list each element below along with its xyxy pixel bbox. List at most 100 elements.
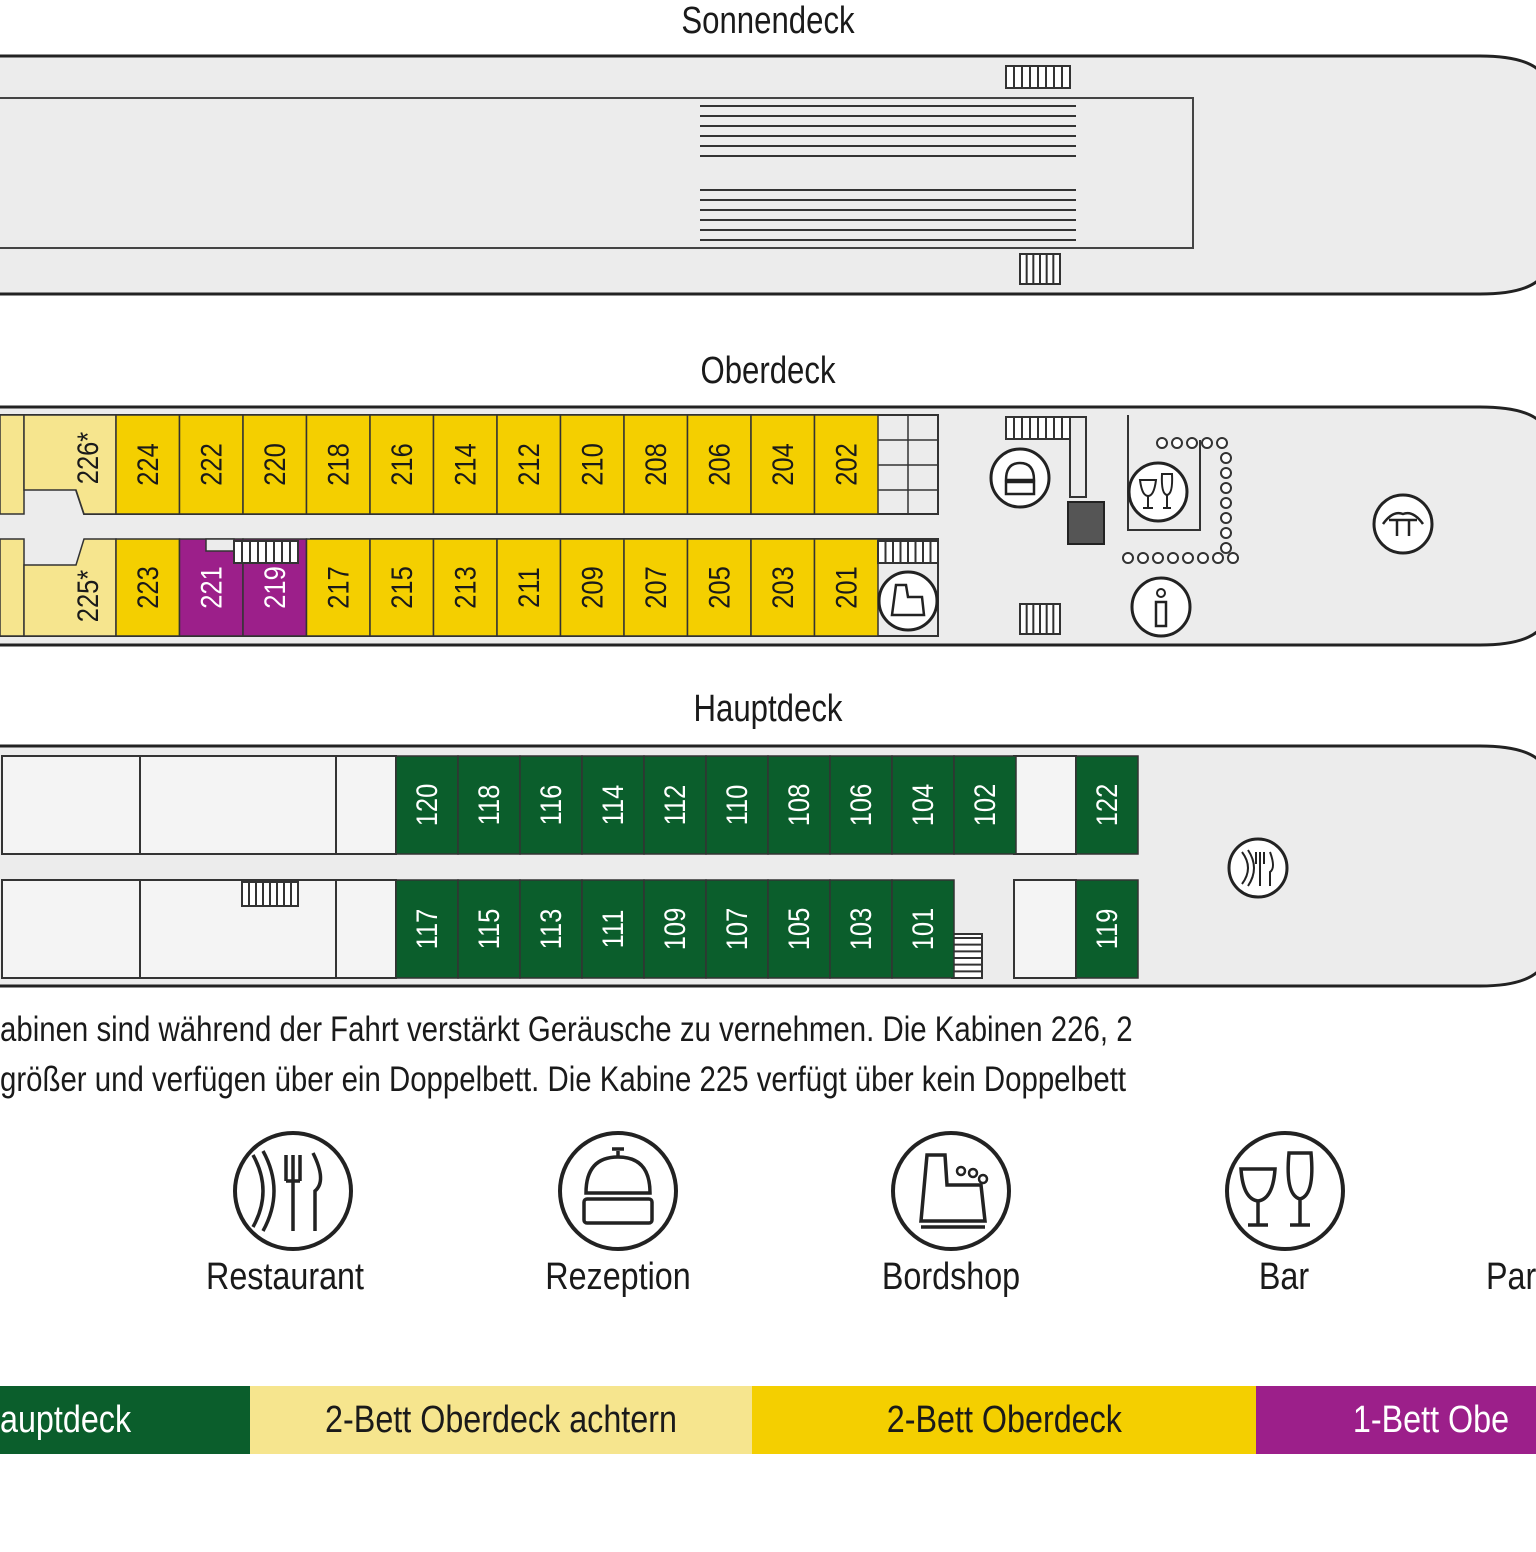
cabin-104: 104 <box>906 784 939 827</box>
cabin-107: 107 <box>720 908 753 951</box>
cabin-214: 214 <box>449 443 482 486</box>
cabin-224: 224 <box>131 443 164 486</box>
cabin-block <box>767 879 831 979</box>
cabin-118: 118 <box>472 785 505 826</box>
cabin-210: 210 <box>576 443 609 486</box>
restaurant-icon <box>1227 837 1289 899</box>
cabin-209: 209 <box>576 566 609 609</box>
legend-label-par: Par <box>1486 1256 1536 1298</box>
cabin-208: 208 <box>639 443 672 486</box>
sonnendeck-title: Sonnendeck <box>681 0 855 42</box>
cabin-block <box>519 755 583 855</box>
cabin-block <box>369 414 435 515</box>
cabin-block <box>496 414 562 515</box>
cabin-221: 221 <box>195 566 228 609</box>
stairs-icon <box>1019 253 1061 285</box>
category-hauptdeck: auptdeck <box>0 1386 250 1454</box>
cabin-block <box>395 755 459 855</box>
cabin-222: 222 <box>195 443 228 486</box>
cabin-block <box>581 755 645 855</box>
cabin-201: 201 <box>830 566 863 609</box>
cabin-112: 112 <box>658 785 691 826</box>
cabin-block <box>813 414 879 515</box>
stairs-icon <box>877 540 939 564</box>
cabin-block <box>559 538 625 637</box>
cabin-110: 110 <box>720 785 753 826</box>
category-oberdeck-achtern: 2-Bett Oberdeck achtern <box>250 1386 752 1454</box>
cabin-220: 220 <box>258 443 291 486</box>
lounge-table-icon <box>1372 493 1434 555</box>
cabin-block <box>643 879 707 979</box>
cash-register-icon <box>877 570 939 632</box>
category-label: auptdeck <box>0 1399 132 1441</box>
category-label: 1-Bett Obe <box>1352 1399 1510 1441</box>
cabin-114: 114 <box>596 785 629 826</box>
cabin-block <box>686 538 752 637</box>
cash-register-icon <box>891 1131 1011 1251</box>
cabin-block <box>305 414 371 515</box>
cabin-block <box>1075 755 1139 855</box>
cabin-117: 117 <box>410 909 443 950</box>
cabin-block <box>1075 879 1139 979</box>
cabin-101: 101 <box>906 908 939 951</box>
category-label: 2-Bett Oberdeck achtern <box>325 1399 677 1441</box>
note-line-1: abinen sind während der Fahrt verstärkt … <box>0 1010 1133 1049</box>
cabin-block <box>115 538 181 637</box>
cabin-102: 102 <box>968 784 1001 827</box>
cabin-106: 106 <box>844 784 877 827</box>
cabin-205: 205 <box>703 566 736 609</box>
cabin-block <box>305 538 371 637</box>
stairs-icon <box>233 540 299 564</box>
stairs-icon <box>951 933 983 979</box>
legend-label-bar: Bar <box>1258 1256 1310 1298</box>
info-icon <box>1130 576 1192 638</box>
oberdeck-title: Oberdeck <box>700 350 836 392</box>
cabin-202: 202 <box>830 443 863 486</box>
stairs-icon <box>1005 416 1071 440</box>
cabin-226: 226* <box>71 432 104 485</box>
cabin-105: 105 <box>782 908 815 951</box>
cabin-block <box>829 755 893 855</box>
legend-label-restaurant: Restaurant <box>205 1256 364 1298</box>
cabin-207: 207 <box>639 566 672 609</box>
cabin-block <box>178 538 244 637</box>
cabin-204: 204 <box>766 443 799 486</box>
category-oberdeck: 2-Bett Oberdeck <box>752 1386 1256 1454</box>
legend-label-rezeption: Rezeption <box>545 1256 691 1298</box>
cabin-108: 108 <box>782 784 815 827</box>
wine-glasses-icon <box>1127 461 1189 523</box>
cabin-block <box>813 538 879 637</box>
sonnendeck-plan <box>0 54 1536 296</box>
cabin-103: 103 <box>844 908 877 951</box>
wine-glasses-icon <box>1225 1131 1345 1251</box>
cabin-109: 109 <box>658 908 691 951</box>
cabin-block <box>369 538 435 637</box>
cabin-215: 215 <box>385 566 418 609</box>
stairs-icon <box>1019 603 1061 635</box>
cabin-120: 120 <box>410 784 443 827</box>
cabin-block <box>395 879 459 979</box>
cabin-block <box>750 538 816 637</box>
cabin-block <box>891 755 955 855</box>
cabin-block <box>686 414 752 515</box>
cabin-217: 217 <box>322 566 355 609</box>
note-line-2: größer und verfügen über ein Doppelbett.… <box>0 1060 1127 1099</box>
cabin-218: 218 <box>322 443 355 486</box>
reception-bell-icon <box>558 1131 678 1251</box>
cabin-block <box>705 755 769 855</box>
cabin-111: 111 <box>596 910 629 949</box>
cabin-122: 122 <box>1090 784 1123 827</box>
category-label: 2-Bett Oberdeck <box>886 1399 1122 1441</box>
stairs-icon <box>241 881 299 907</box>
stairs-icon <box>1005 65 1071 89</box>
cabin-block <box>643 755 707 855</box>
cabin-203: 203 <box>766 566 799 609</box>
cabin-225: 225* <box>71 570 104 623</box>
cabin-block <box>623 538 689 637</box>
cabin-113: 113 <box>534 909 567 950</box>
cabin-block <box>891 879 955 979</box>
cabin-block <box>178 414 244 515</box>
cabin-115: 115 <box>472 909 505 950</box>
